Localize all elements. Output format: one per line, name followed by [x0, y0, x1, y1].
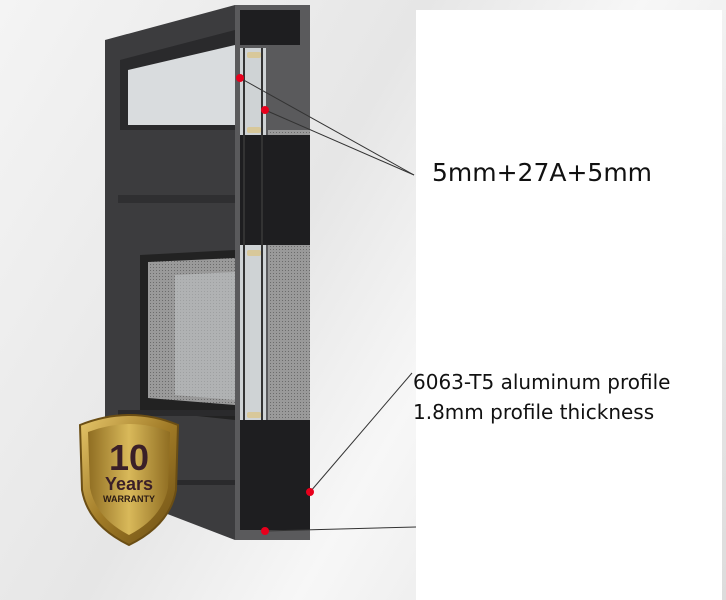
callout-lines: [239, 77, 417, 532]
white-text-panel: [416, 10, 722, 600]
badge-years: Years: [105, 474, 153, 494]
marker-dots: [236, 74, 314, 535]
profile-material-text: 6063-T5 aluminum profile: [413, 370, 671, 394]
warranty-badge: 10 Years WARRANTY: [78, 414, 180, 547]
badge-number: 10: [109, 437, 149, 478]
glass-spec-label: 5mm+27A+5mm: [432, 158, 653, 187]
profile-spec-label: 6063-T5 aluminum profile 1.8mm profile t…: [413, 367, 670, 427]
badge-warranty: WARRANTY: [103, 494, 155, 504]
profile-cross-section: [235, 5, 310, 540]
profile-thickness-text: 1.8mm profile thickness: [413, 400, 655, 424]
